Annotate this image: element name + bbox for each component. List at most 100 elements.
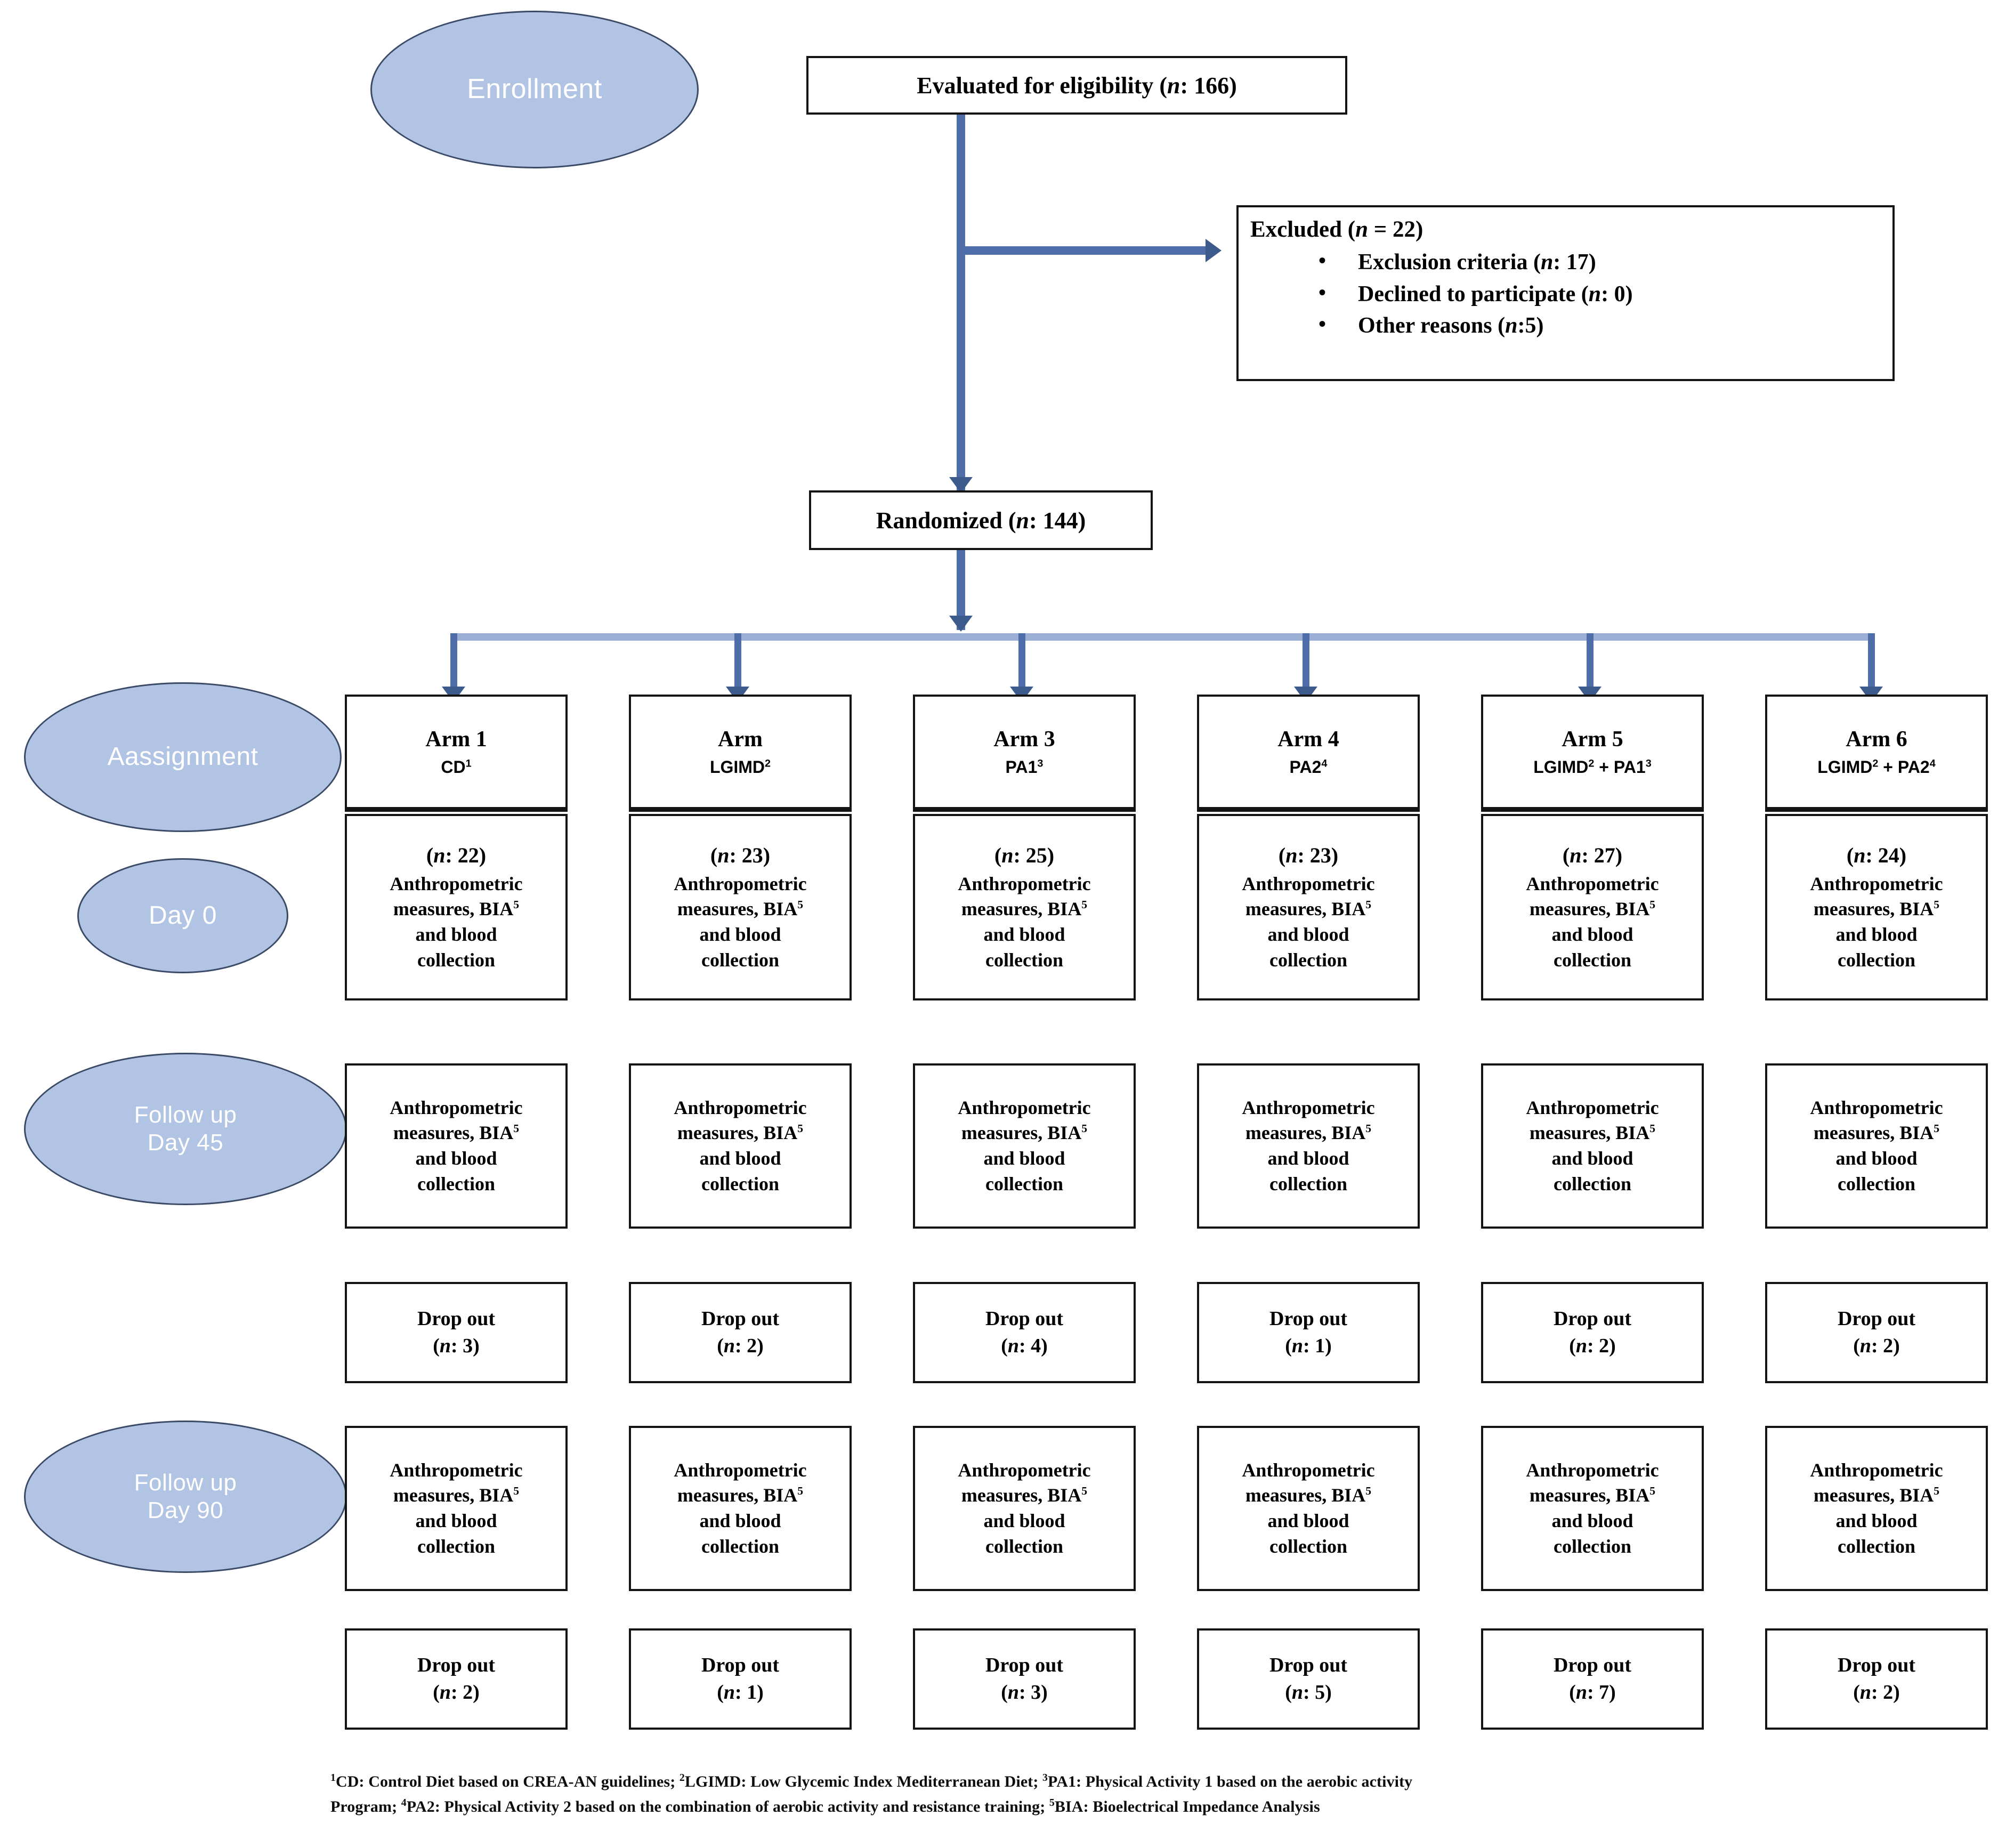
arm-connector-2: [734, 633, 741, 700]
day0-n-arm4: (n: 23): [1278, 843, 1339, 867]
day90-measures-arm6: Anthropometric measures, BIA5 and blood …: [1810, 1459, 1943, 1557]
randomized-label: Randomized (n: 144): [876, 506, 1086, 535]
arm-treatment-4: PA24: [1289, 757, 1328, 777]
arm-name-1: Arm 1: [425, 727, 487, 752]
dropout45-box-arm1: Drop out (n: 3): [345, 1282, 568, 1383]
excluded-reason-item: Other reasons (n:5): [1319, 309, 1633, 342]
connector-excluded-horizontal: [961, 246, 1209, 255]
arm-header-5: Arm 5 LGIMD2 + PA13: [1481, 695, 1704, 812]
day0-n-arm3: (n: 25): [994, 843, 1055, 867]
dropout90-label-arm1: Drop out: [417, 1653, 496, 1676]
dropout45-label-arm5: Drop out: [1553, 1307, 1632, 1330]
stage-ellipse-assignment: Aassignment: [24, 682, 342, 832]
day45-measures-arm4: Anthropometric measures, BIA5 and blood …: [1242, 1096, 1375, 1195]
day90-measures-arm2: Anthropometric measures, BIA5 and blood …: [674, 1459, 807, 1557]
dropout45-n-arm5: (n: 2): [1569, 1335, 1616, 1357]
dropout45-n-arm1: (n: 3): [433, 1335, 480, 1357]
day0-box-arm5: (n: 27) Anthropometric measures, BIA5 an…: [1481, 814, 1704, 1000]
day45-measures-arm3: Anthropometric measures, BIA5 and blood …: [958, 1096, 1091, 1195]
day45-box-arm6: Anthropometric measures, BIA5 and blood …: [1765, 1063, 1988, 1229]
dropout90-label-arm2: Drop out: [701, 1653, 780, 1676]
day0-box-arm6: (n: 24) Anthropometric measures, BIA5 an…: [1765, 814, 1988, 1000]
eligibility-n-symbol: n: [1167, 72, 1180, 99]
dropout45-label-arm2: Drop out: [701, 1307, 780, 1330]
dropout45-box-arm4: Drop out (n: 1): [1197, 1282, 1420, 1383]
day0-n-arm1: (n: 22): [426, 843, 487, 867]
excluded-heading-n-symbol: n: [1355, 217, 1369, 242]
day45-measures-arm1: Anthropometric measures, BIA5 and blood …: [390, 1096, 523, 1195]
eligibility-box: Evaluated for eligibility (n: 166): [806, 56, 1347, 115]
arrowhead-randomized-down: [949, 616, 973, 632]
day0-measures-arm6: Anthropometric measures, BIA5 and blood …: [1810, 873, 1943, 971]
arm-name-6: Arm 6: [1846, 727, 1907, 752]
dropout90-box-arm5: Drop out (n: 7): [1481, 1628, 1704, 1730]
day0-n-arm5: (n: 27): [1562, 843, 1623, 867]
arm-treatment-3: PA13: [1005, 757, 1044, 777]
arm-connector-1: [450, 633, 457, 700]
arm-header-2: Arm LGIMD2: [629, 695, 852, 812]
dropout90-n-arm4: (n: 5): [1285, 1681, 1332, 1704]
dropout90-n-arm5: (n: 7): [1569, 1681, 1616, 1704]
day0-measures-arm3: Anthropometric measures, BIA5 and blood …: [958, 873, 1091, 971]
randomized-box: Randomized (n: 144): [809, 490, 1153, 550]
dropout90-n-arm6: (n: 2): [1853, 1681, 1900, 1704]
day90-box-arm5: Anthropometric measures, BIA5 and blood …: [1481, 1426, 1704, 1591]
arm-header-6: Arm 6 LGIMD2 + PA24: [1765, 695, 1988, 812]
excluded-reason-item: Declined to participate (n: 0): [1319, 278, 1633, 311]
excluded-box: Excluded (n = 22) Exclusion criteria (n:…: [1236, 205, 1895, 381]
day0-box-arm3: (n: 25) Anthropometric measures, BIA5 an…: [913, 814, 1136, 1000]
day0-measures-arm5: Anthropometric measures, BIA5 and blood …: [1526, 873, 1659, 971]
randomized-n-symbol: n: [1016, 507, 1029, 534]
day90-measures-arm3: Anthropometric measures, BIA5 and blood …: [958, 1459, 1091, 1557]
day0-n-arm6: (n: 24): [1846, 843, 1907, 867]
dropout45-label-arm3: Drop out: [985, 1307, 1064, 1330]
dropout90-label-arm4: Drop out: [1269, 1653, 1348, 1676]
day90-box-arm4: Anthropometric measures, BIA5 and blood …: [1197, 1426, 1420, 1591]
stage-label-day0: Day 0: [149, 901, 217, 930]
dropout45-box-arm5: Drop out (n: 2): [1481, 1282, 1704, 1383]
arm-treatment-2: LGIMD2: [709, 757, 771, 777]
day45-box-arm2: Anthropometric measures, BIA5 and blood …: [629, 1063, 852, 1229]
dropout45-box-arm6: Drop out (n: 2): [1765, 1282, 1988, 1383]
dropout90-box-arm2: Drop out (n: 1): [629, 1628, 852, 1730]
arrowhead-to-excluded: [1206, 239, 1222, 262]
dropout45-box-arm2: Drop out (n: 2): [629, 1282, 852, 1383]
day0-n-arm2: (n: 23): [710, 843, 771, 867]
randomized-prefix: Randomized (: [876, 507, 1016, 534]
dropout90-box-arm4: Drop out (n: 5): [1197, 1628, 1420, 1730]
arm-name-2: Arm: [718, 727, 763, 752]
arm-name-3: Arm 3: [993, 727, 1055, 752]
day45-box-arm5: Anthropometric measures, BIA5 and blood …: [1481, 1063, 1704, 1229]
stage-ellipse-followup-day45: Follow up Day 45: [24, 1053, 347, 1205]
randomized-suffix: : 144): [1029, 507, 1086, 534]
eligibility-prefix: Evaluated for eligibility (: [917, 72, 1167, 99]
day90-box-arm1: Anthropometric measures, BIA5 and blood …: [345, 1426, 568, 1591]
day45-measures-arm6: Anthropometric measures, BIA5 and blood …: [1810, 1096, 1943, 1195]
dropout90-n-arm3: (n: 3): [1001, 1681, 1048, 1704]
dropout90-box-arm3: Drop out (n: 3): [913, 1628, 1136, 1730]
dropout90-label-arm3: Drop out: [985, 1653, 1064, 1676]
day0-box-arm1: (n: 22) Anthropometric measures, BIA5 an…: [345, 814, 568, 1000]
excluded-heading-prefix: Excluded (: [1250, 217, 1356, 242]
day90-box-arm3: Anthropometric measures, BIA5 and blood …: [913, 1426, 1136, 1591]
dropout45-label-arm6: Drop out: [1837, 1307, 1916, 1330]
excluded-reason-list: Exclusion criteria (n: 17) Declined to p…: [1239, 246, 1633, 342]
day45-measures-arm2: Anthropometric measures, BIA5 and blood …: [674, 1096, 807, 1195]
day45-measures-arm5: Anthropometric measures, BIA5 and blood …: [1526, 1096, 1659, 1195]
stage-label-followup-day45: Follow up Day 45: [134, 1102, 237, 1156]
day0-measures-arm2: Anthropometric measures, BIA5 and blood …: [674, 873, 807, 971]
dropout90-label-arm5: Drop out: [1553, 1653, 1632, 1676]
day0-box-arm2: (n: 23) Anthropometric measures, BIA5 an…: [629, 814, 852, 1000]
stage-ellipse-followup-day90: Follow up Day 90: [24, 1421, 347, 1573]
day45-box-arm4: Anthropometric measures, BIA5 and blood …: [1197, 1063, 1420, 1229]
stage-label-enrollment: Enrollment: [467, 74, 602, 105]
stage-ellipse-enrollment: Enrollment: [370, 11, 699, 168]
dropout90-box-arm1: Drop out (n: 2): [345, 1628, 568, 1730]
arm-connector-5: [1587, 633, 1594, 700]
dropout90-label-arm6: Drop out: [1837, 1653, 1916, 1676]
stage-label-assignment: Aassignment: [107, 743, 258, 771]
excluded-reason-item: Exclusion criteria (n: 17): [1319, 246, 1633, 279]
excluded-heading: Excluded (n = 22): [1239, 207, 1423, 247]
arm-treatment-6: LGIMD2 + PA24: [1817, 757, 1936, 777]
day0-measures-arm4: Anthropometric measures, BIA5 and blood …: [1242, 873, 1375, 971]
